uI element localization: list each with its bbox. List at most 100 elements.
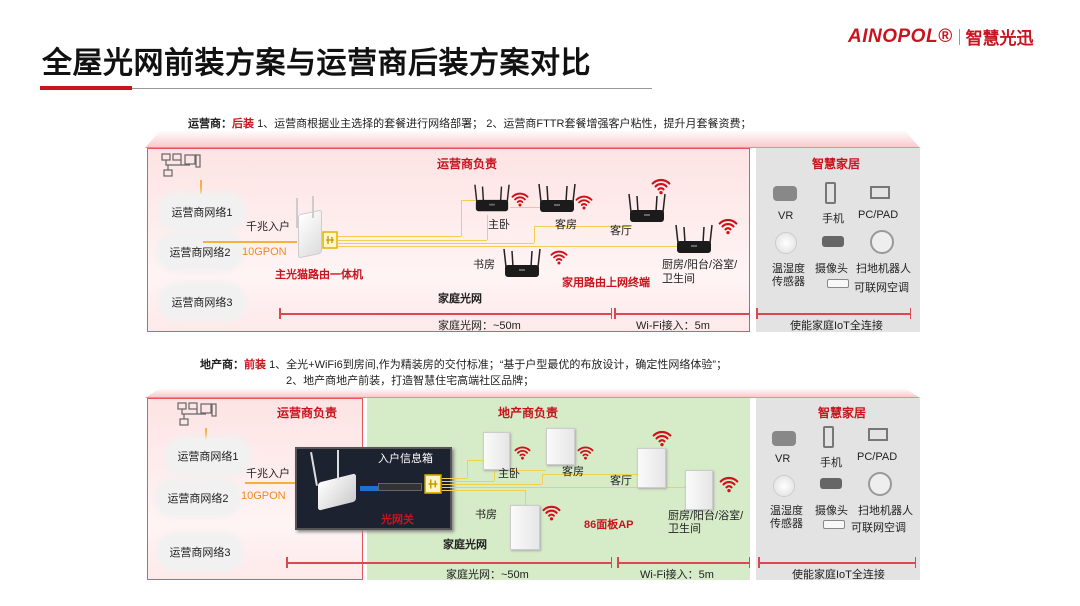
- network-icon: [160, 153, 202, 181]
- wifi-icon: [511, 190, 529, 208]
- device-sensor-1: 温湿度: [772, 263, 805, 275]
- developer-description: 地产商：前装 1、全光+WiFi6到房间,作为精装房的交付标准；“基于户型最优的…: [200, 356, 727, 372]
- room-kitchen-1: 厨房/阳台/浴室/: [662, 259, 738, 271]
- cable: [338, 236, 461, 238]
- device-robot-bottom: 扫地机器人: [858, 505, 913, 517]
- home-net-label-bottom: 家庭光网: [443, 539, 487, 551]
- splitter-icon: [424, 474, 442, 494]
- fiber-line-bottom: [245, 482, 300, 484]
- air-conditioner-icon: [827, 279, 849, 288]
- panel-ap-label: 86面板AP: [584, 519, 634, 531]
- cable: [534, 226, 629, 228]
- wifi-icon: [542, 503, 561, 522]
- cable: [494, 470, 546, 472]
- room-master: 主卧: [488, 219, 510, 231]
- smart-home-title: 智慧家居: [812, 157, 861, 171]
- device-sensor-1-bottom: 温湿度: [770, 505, 803, 517]
- operator-responsible-label: 运营商负责: [437, 157, 498, 171]
- developer-desc-2: 2、地产商地产前装，打造智慧住宅高端社区品牌；: [286, 375, 535, 387]
- vr-icon: [773, 186, 797, 201]
- cable: [442, 478, 467, 480]
- wifi-icon: [577, 444, 594, 461]
- home-net-label: 家庭光网: [438, 293, 482, 305]
- panel-ap-master: [483, 432, 510, 470]
- developer-desc-1: 1、全光+WiFi6到房间,作为精装房的交付标准；“基于户型最优的布放设计，确定…: [269, 359, 728, 371]
- camera-icon: [820, 478, 842, 489]
- cable: [338, 240, 487, 242]
- device-phone-bottom: 手机: [820, 457, 842, 469]
- developer-responsible-label: 地产商负责: [498, 406, 559, 420]
- span-fiber-label-bottom: 家庭光网：~50m: [446, 569, 529, 581]
- cable: [487, 215, 489, 240]
- router-master-icon: [473, 182, 511, 214]
- cable: [534, 226, 536, 243]
- cable: [510, 207, 540, 209]
- wifi-icon: [550, 248, 568, 266]
- device-sensor-2: 传感器: [772, 276, 805, 288]
- air-conditioner-icon: [823, 520, 845, 529]
- developer-roof: [145, 388, 920, 398]
- cable: [461, 200, 477, 202]
- room-kitchen-2: 卫生间: [662, 273, 695, 285]
- terminal-label: 家用路由上网终端: [562, 277, 650, 289]
- span-fiber-arrow: [279, 309, 612, 318]
- operator-tag: 后装: [232, 118, 254, 130]
- phone-icon: [823, 426, 834, 448]
- span-wifi-label: Wi-Fi接入：5m: [636, 320, 710, 332]
- cable: [461, 200, 463, 236]
- panel-ap-study: [510, 505, 540, 550]
- blue-cable: [360, 486, 378, 491]
- operator-network-3: 运营商网络3: [162, 286, 242, 318]
- fiber-line: [203, 241, 297, 243]
- cable: [467, 460, 469, 478]
- developer-tag: 前装: [244, 359, 266, 371]
- ont-antenna-icon: [296, 198, 298, 228]
- span-wifi-label-bottom: Wi-Fi接入：5m: [640, 569, 714, 581]
- camera-icon: [822, 236, 844, 247]
- room-guest: 客房: [555, 219, 577, 231]
- room-kitchen-2-bottom: 卫生间: [668, 523, 701, 535]
- span-wifi-arrow: [614, 309, 750, 318]
- device-phone: 手机: [822, 213, 844, 225]
- splitter-icon: [322, 231, 338, 249]
- wifi-icon: [575, 193, 593, 211]
- wifi-icon: [718, 216, 738, 236]
- pc-icon: [870, 186, 890, 199]
- device-robot: 扫地机器人: [856, 263, 911, 275]
- cable: [338, 246, 677, 248]
- device-pc-bottom: PC/PAD: [857, 451, 898, 463]
- operator-roof: [145, 130, 920, 148]
- device-vr: VR: [778, 210, 794, 222]
- operator-network-1: 运营商网络1: [162, 196, 242, 228]
- cable: [542, 474, 544, 484]
- gpon-label-bottom: 10GPON: [241, 490, 286, 502]
- room-study-bottom: 书房: [475, 509, 497, 521]
- room-study: 书房: [473, 259, 495, 271]
- span-wifi-arrow: [617, 558, 750, 567]
- gpon-label: 10GPON: [242, 246, 287, 258]
- cable: [525, 490, 527, 505]
- panel-ap-living: [637, 448, 666, 488]
- developer-network-1: 运营商网络1: [168, 440, 248, 472]
- wifi-icon: [652, 428, 672, 448]
- switch-icon: [378, 483, 422, 491]
- cable: [442, 487, 685, 489]
- info-box-label: 入户信息箱: [378, 453, 433, 465]
- cable: [442, 484, 542, 486]
- operator-desc: 1、运营商根据业主选择的套餐进行网络部署； 2、运营商FTTR套餐增强客户粘性，…: [257, 118, 752, 130]
- cable: [494, 470, 496, 481]
- cable: [467, 460, 483, 462]
- room-living: 客厅: [610, 225, 632, 237]
- ont-router-icon: [298, 209, 322, 259]
- device-camera-bottom: 摄像头: [815, 505, 848, 517]
- wifi-icon: [719, 474, 739, 494]
- panel-ap-guest: [546, 428, 575, 465]
- robot-vacuum-icon: [870, 230, 894, 254]
- router-study-icon: [502, 246, 542, 280]
- logo-divider: [958, 28, 960, 45]
- robot-vacuum-icon: [868, 472, 892, 496]
- network-icon: [176, 402, 218, 430]
- cable: [442, 490, 525, 492]
- ont-antenna-icon: [312, 196, 314, 218]
- network-link: [205, 428, 207, 442]
